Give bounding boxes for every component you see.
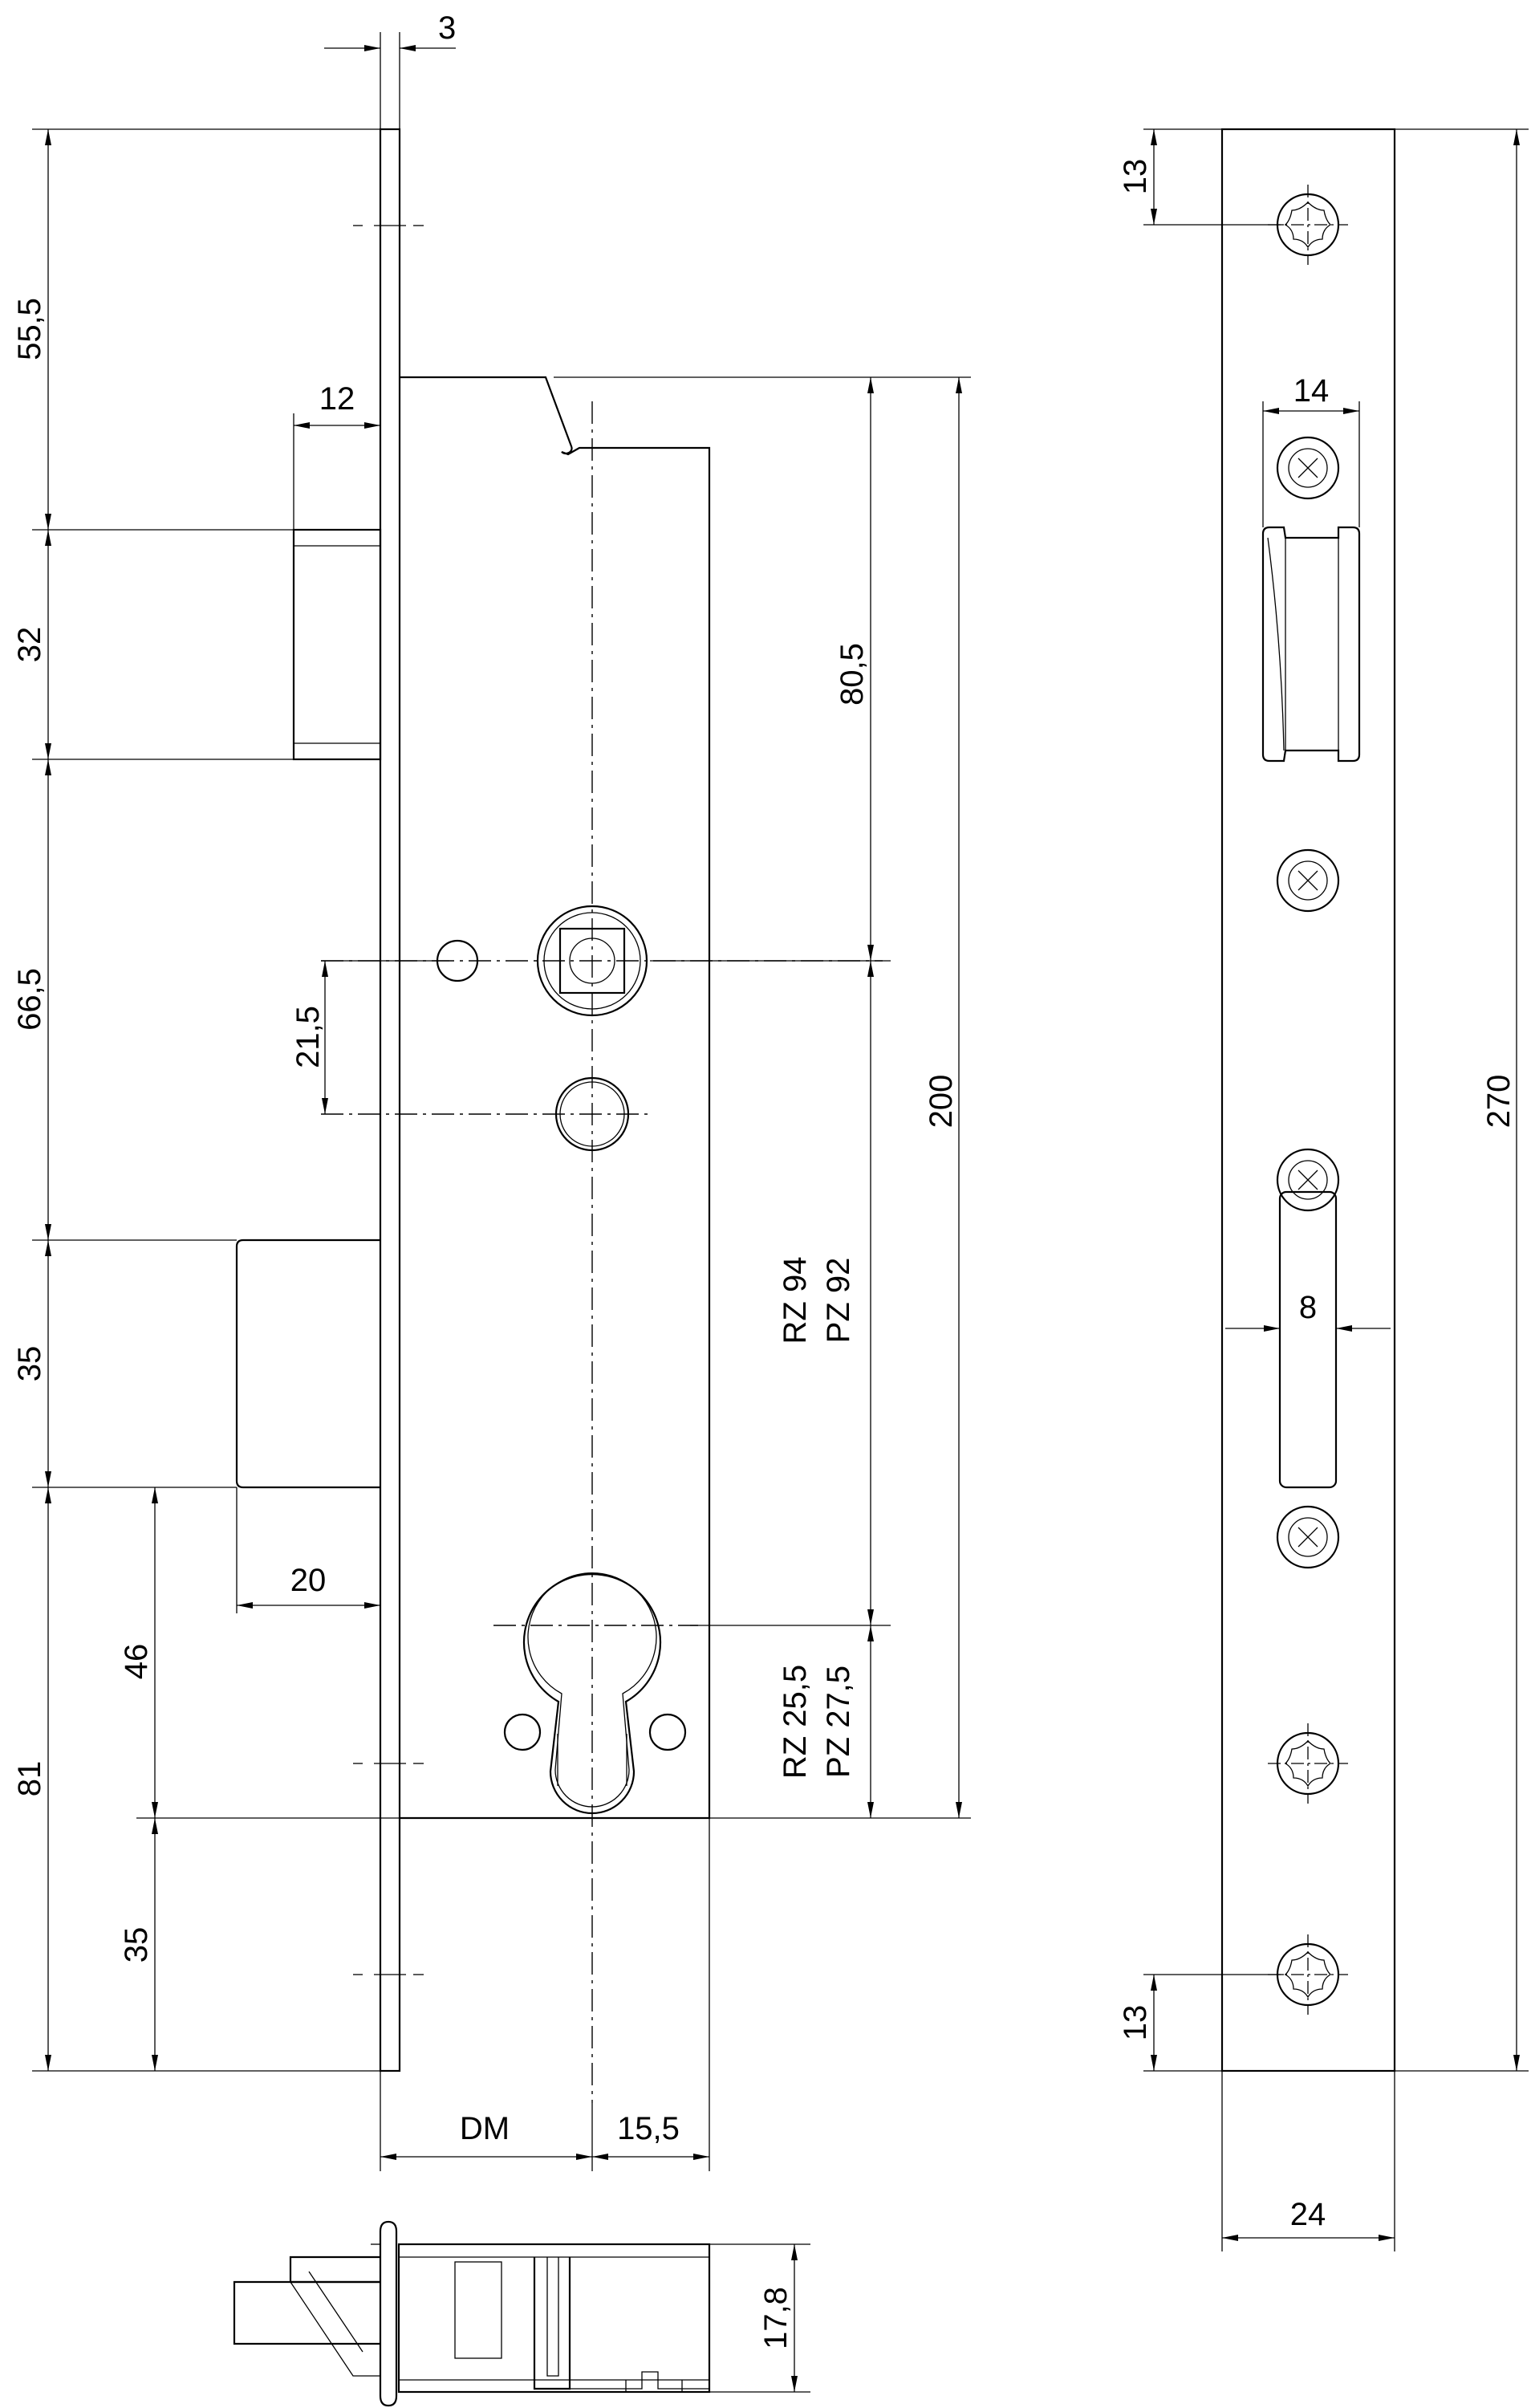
dim-cylinder-to-case-rz: RZ 25,5 bbox=[778, 1665, 813, 1779]
dim-latch-to-bolt: 66,5 bbox=[12, 968, 47, 1031]
bolt-window bbox=[1278, 1190, 1338, 1489]
dim-latch-projection: 12 bbox=[319, 381, 355, 417]
dim-spindle-to-cylinder-pz: PZ 92 bbox=[821, 1258, 856, 1344]
dim-case-height: 200 bbox=[924, 1075, 959, 1129]
front-view-dimensions: 3 55,5 32 66,5 35 81 12 21,5 20 46 35 bbox=[12, 10, 971, 2171]
dim-bolt-height: 35 bbox=[12, 1346, 47, 1382]
phillips-screw-1 bbox=[1276, 436, 1340, 500]
dim-case-depth: 17,8 bbox=[758, 2287, 794, 2349]
latch bbox=[292, 528, 382, 761]
lock-bottom-view: 17,8 bbox=[233, 2220, 810, 2407]
through-hole bbox=[321, 1076, 650, 1152]
dim-bolt-to-bottom: 81 bbox=[12, 1761, 47, 1797]
dim-plate-top-screw: 13 bbox=[1118, 159, 1153, 195]
phillips-screw-3 bbox=[1276, 1148, 1340, 1212]
cylinder-cutout bbox=[493, 1572, 698, 1815]
dim-plate-length: 270 bbox=[1481, 1075, 1517, 1129]
dim-case-rear: 15,5 bbox=[617, 2111, 680, 2146]
phillips-screw-4 bbox=[1276, 1505, 1340, 1569]
dim-cylinder-to-case-pz: PZ 27,5 bbox=[821, 1666, 856, 1778]
dim-cylinder-to-bottom: 35 bbox=[119, 1927, 154, 1963]
lock-case bbox=[400, 376, 711, 1820]
deadbolt bbox=[235, 1239, 380, 1489]
dim-top-to-spindle: 80,5 bbox=[835, 643, 870, 706]
dim-spindle-to-hole: 21,5 bbox=[290, 1006, 326, 1068]
torx-screw-middle bbox=[1268, 1723, 1348, 1804]
latch-window bbox=[1261, 526, 1361, 763]
dim-backset: DM bbox=[460, 2111, 510, 2146]
faceplate-center-marks bbox=[353, 225, 424, 1975]
phillips-screw-2 bbox=[1276, 848, 1340, 913]
dim-plate-bottom-screw: 13 bbox=[1118, 2005, 1153, 2041]
dim-plate-width: 24 bbox=[1290, 2197, 1326, 2232]
dim-faceplate-thickness: 3 bbox=[438, 10, 456, 46]
dim-cylinder-from-bolt: 46 bbox=[119, 1644, 154, 1680]
dim-bolt-projection: 20 bbox=[290, 1563, 327, 1598]
faceplate-front-view bbox=[1220, 128, 1396, 2072]
faceplate-dimensions: 13 14 270 8 13 24 bbox=[1118, 128, 1529, 2251]
dim-latch-height: 32 bbox=[12, 627, 47, 663]
dim-spindle-to-cylinder-rz: RZ 94 bbox=[778, 1257, 813, 1344]
dim-latch-window-width: 14 bbox=[1293, 373, 1330, 409]
dim-top-to-latch: 55,5 bbox=[12, 298, 47, 360]
faceplate bbox=[379, 128, 401, 2072]
dim-bolt-window-width: 8 bbox=[1299, 1290, 1317, 1325]
